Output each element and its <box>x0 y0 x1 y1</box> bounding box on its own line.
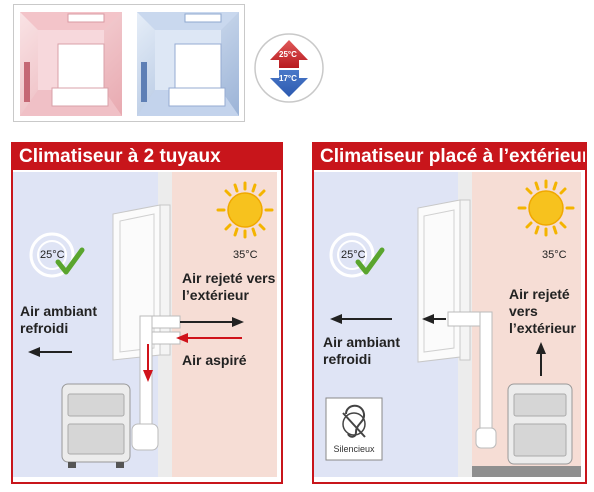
left-rejected-air-label: Air rejeté vers l’extérieur <box>182 270 276 303</box>
silent-label: Silencieux <box>333 444 375 454</box>
left-intake-air-label: Air aspiré <box>182 352 247 368</box>
cooled-air-arrow-left <box>28 347 72 357</box>
exhaust-arrow-up <box>536 342 546 376</box>
temperature-drop-icon <box>254 33 324 103</box>
comfort-temperature-icon <box>329 232 375 278</box>
panel-outdoor-unit-title: Climatiseur placé à l’extérieur <box>314 144 585 170</box>
room-thumbnails <box>20 12 324 116</box>
exhaust-arrow <box>180 317 244 327</box>
right-ambient-air-label: Air ambiant refroidi <box>323 334 401 367</box>
left-inside-temperature: 25°C <box>40 249 65 261</box>
silent-badge <box>325 397 383 461</box>
open-window <box>417 199 471 363</box>
check-icon <box>355 247 385 275</box>
cool-room-image <box>137 12 239 116</box>
intake-arrow <box>176 333 242 343</box>
hot-temperature-label: 25°C <box>279 50 297 59</box>
sun-icon <box>216 181 274 239</box>
outdoor-area <box>163 172 277 477</box>
intake-down-arrow <box>143 344 153 382</box>
panel-two-hose-title: Climatiseur à 2 tuyaux <box>13 144 281 170</box>
ac-unit-left <box>61 383 131 468</box>
cooled-air-arrow-left <box>330 314 392 324</box>
comfort-temperature-icon <box>29 232 75 278</box>
ground-slab <box>472 466 581 477</box>
right-rejected-air-label: Air rejeté vers l’extérieur <box>509 286 576 336</box>
right-inside-temperature: 25°C <box>341 249 366 261</box>
warm-room-image <box>20 12 122 116</box>
left-ambient-air-label: Air ambiant refroidi <box>20 303 98 336</box>
right-outside-temperature: 35°C <box>542 249 567 261</box>
check-icon <box>55 247 85 275</box>
cold-temperature-label: 17°C <box>279 74 297 83</box>
duct-hose <box>447 311 497 449</box>
sun-icon <box>517 179 575 237</box>
left-outside-temperature: 35°C <box>233 249 258 261</box>
cooled-air-arrow-window <box>422 314 446 324</box>
ac-unit-right <box>507 383 573 465</box>
